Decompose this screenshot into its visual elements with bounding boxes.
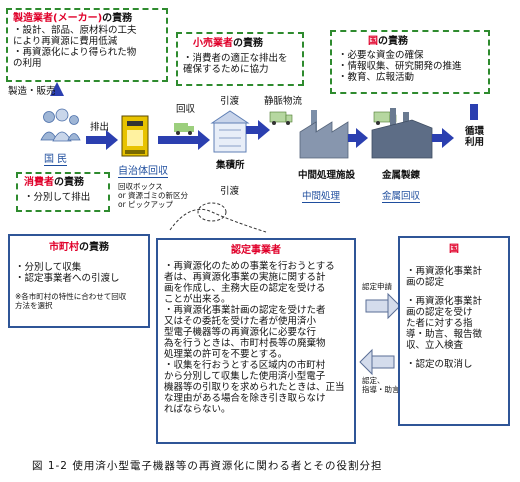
manufacturer-line: ・再資源化により得られた物: [13, 47, 137, 58]
certified-operator-title: 認定事業者: [231, 245, 281, 256]
handover-arrow-top: [246, 120, 270, 140]
nation-line: 導・助言、報告徴: [406, 329, 483, 340]
recycling-use-line2: 利用: [465, 137, 485, 148]
certified-operator-line: 画を作成し、主務大臣の認定を受ける: [164, 283, 326, 294]
handover-label-bottom: 引渡: [220, 186, 240, 197]
manufacturer-box: 製造業者(メーカー)の責務 ・設計、部品、原材料の工夫 により再資源に費用低減 …: [6, 8, 168, 82]
outer-logistics-arrow: [58, 64, 480, 78]
nation-duties-line: ・教育、広報活動: [338, 72, 415, 83]
manufacture-arrow: [50, 82, 64, 96]
municipality-note-line: 方法を選択: [15, 301, 53, 310]
certification-label-line: 認定、: [362, 376, 385, 385]
certified-operator-line: から分別して収集した使用済小型電子: [164, 371, 326, 382]
municipality-note: ※各市町村の特性に合わせて回収 方法を選択: [15, 292, 143, 310]
nation-title: 国: [449, 244, 459, 255]
municipality-line: ・分別して収集: [15, 262, 82, 273]
certified-operator-line: 者は、再資源化事業の実施に関する計: [164, 272, 326, 283]
consumer-title: 消費者の責務: [24, 177, 84, 188]
certification-label: 認定、 指導・助言等: [362, 376, 407, 394]
collection-method: 回収ボックス: [118, 182, 163, 191]
collection-truck-icon: [174, 123, 194, 135]
recycle-arrow: [432, 128, 454, 148]
nation-line: ・再資源化事業計: [406, 266, 483, 277]
certified-operator-line: 処理業の許可を不要とする。: [164, 349, 288, 360]
intermediate-facility-icon: [299, 110, 349, 159]
nation-duties-line: ・必要な資金の確保: [338, 50, 424, 61]
manufacturer-line: の利用: [13, 58, 42, 69]
manufacturer-line: により再資源に費用低減: [13, 36, 118, 47]
manufacturer-title: 製造業者(メーカー)の責務: [13, 13, 133, 24]
certified-operator-line: ・再資源化事業計画の認定を受けた者: [164, 305, 326, 316]
municipal-collection-label: 自治体回収: [118, 162, 168, 178]
collection-methods: 回収ボックス or 資源ゴミの新区分 or ピックアップ: [118, 182, 188, 209]
return-arrow: [470, 104, 478, 120]
retailer-line: ・消費者の適正な排出を: [183, 53, 288, 64]
nation-line: ・認定の取消し: [406, 359, 473, 370]
nation-duties-box: 国の責務 ・必要な資金の確保 ・情報収集、研究開発の推進 ・教育、広報活動: [330, 30, 490, 94]
guidance-label-line: 指導・助言等: [362, 385, 407, 394]
metal-smelting-label: 金属製錬: [382, 170, 421, 181]
certification-arrow: [359, 348, 395, 376]
nation-line: た者に対する指: [406, 318, 473, 329]
manufacture-sales-label: 製造・販売: [8, 86, 56, 97]
certified-operator-line: ことが出来る。: [164, 294, 231, 305]
discharge-label: 排出: [90, 122, 110, 133]
processing-arrow: [348, 128, 368, 148]
certified-operator-line: な理由がある場合を除き引き取らなけ: [164, 393, 326, 404]
nation-line: 画の認定: [406, 277, 445, 288]
nation-duties-line: ・情報収集、研究開発の推進: [338, 61, 462, 72]
discharge-arrow: [86, 130, 118, 150]
metal-recovery-label: 金属回収: [382, 188, 421, 203]
municipality-line: ・認定事業者への引渡し: [15, 273, 120, 284]
collection-label: 回収: [176, 104, 196, 115]
recycling-use-line1: 循環: [465, 126, 485, 137]
figure-caption: 図 1-2 使用済小型電子機器等の再資源化に関わる者とその役割分担: [32, 460, 383, 472]
connector-oval: [169, 202, 267, 233]
certified-operator-line: 為を行うときは、市町村長等の廃棄物: [164, 338, 326, 349]
retailer-title: 小売業者の責務: [193, 38, 263, 49]
certified-operator-line: ・収集を行おうとする区域内の市町村: [164, 360, 326, 371]
manufacturer-line: ・設計、部品、原材料の工夫: [13, 25, 137, 36]
metal-smelter-icon: [371, 108, 433, 159]
nation-line: 画の認定を受け: [406, 307, 473, 318]
municipality-note-line: ※各市町村の特性に合わせて回収: [15, 292, 127, 301]
certified-operator-lines: ・再資源化のための事業を行おうとする 者は、再資源化事業の実施に関する計 画を作…: [164, 261, 348, 415]
intermediate-processing-label: 中間処理: [302, 188, 341, 203]
collection-box-icon: [121, 115, 149, 157]
certified-operator-line: 型電子機器等の再資源化に必要な行: [164, 327, 317, 338]
arterial-logistics-label: 静脈物流: [264, 96, 303, 107]
recycling-use-label: 循環 利用: [465, 126, 484, 148]
collection-method: or 資源ゴミの新区分: [118, 191, 189, 200]
nation-line: [406, 288, 502, 296]
retailer-line: 確保するために協力: [183, 64, 269, 75]
nation-box: 国 ・再資源化事業計 画の認定 ・再資源化事業計 画の認定を受け た者に対する指…: [398, 236, 510, 426]
certified-operator-line: 機器等の引取りを求められたときは、正当: [164, 382, 345, 393]
certified-operator-line: ればならない。: [164, 404, 231, 415]
collection-site-label: 集積所: [216, 160, 245, 171]
collection-arrow: [158, 130, 210, 150]
municipality-box: 市町村の責務 ・分別して収集 ・認定事業者への引渡し ※各市町村の特性に合わせて…: [8, 234, 150, 328]
application-arrow: [365, 292, 401, 320]
nation-duties-title: 国の責務: [368, 36, 408, 47]
collection-method: or ピックアップ: [118, 200, 174, 209]
certified-operator-line: ・再資源化のための事業を行おうとする: [164, 261, 335, 272]
certified-operator-box: 認定事業者 ・再資源化のための事業を行おうとする 者は、再資源化事業の実施に関す…: [156, 238, 356, 444]
handover-label-top: 引渡: [220, 96, 240, 107]
citizens-label: 国 民: [44, 150, 68, 166]
consumer-line: ・分別して排出: [24, 192, 91, 203]
nation-line: [406, 351, 502, 359]
retailer-box: 小売業者の責務 ・消費者の適正な排出を 確保するために協力: [176, 32, 304, 86]
nation-line: 収、立入検査: [406, 340, 464, 351]
collection-site-icon: [210, 110, 250, 153]
application-label: 認定申請: [362, 282, 392, 291]
consumer-box: 消費者の責務 ・分別して排出: [16, 172, 110, 212]
certified-operator-line: 又はその委託を受けた者が使用済小: [164, 316, 317, 327]
logistics-truck-icon: [269, 111, 293, 125]
intermediate-facility-label: 中間処理施設: [298, 170, 356, 181]
municipality-title: 市町村の責務: [49, 242, 109, 253]
nation-line: ・再資源化事業計: [406, 296, 483, 307]
citizens-icon: [40, 108, 81, 142]
